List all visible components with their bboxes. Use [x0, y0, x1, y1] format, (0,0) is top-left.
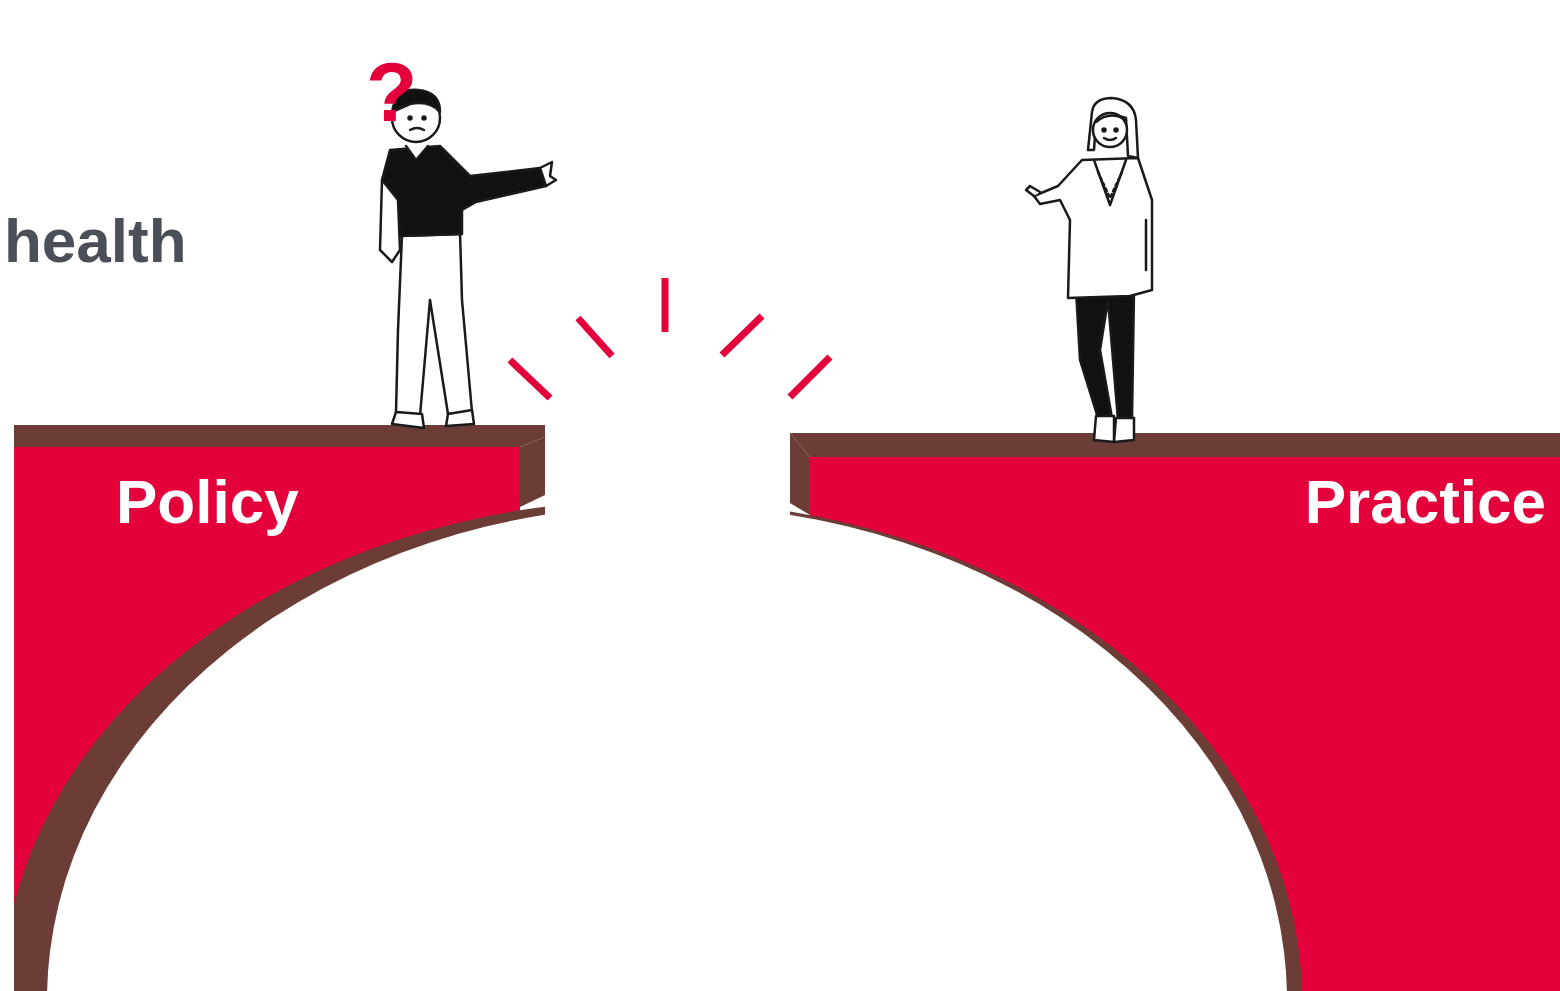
- arch-opening: [47, 505, 1287, 991]
- arch-shadow: [2, 500, 1302, 991]
- gap-dashes: [510, 278, 830, 398]
- cliff-label-box: Practice: [1301, 467, 1550, 537]
- left-cliff-top: [14, 425, 545, 447]
- right-cliff-top: [790, 433, 1560, 457]
- right-cliff-edge: [790, 433, 810, 515]
- cliff-label-box: Policy: [112, 467, 303, 537]
- cliff-label: Policy: [116, 471, 299, 533]
- left-cliff-edge: [520, 437, 545, 507]
- question-mark: ?: [366, 50, 417, 134]
- title-fragment: health: [4, 210, 187, 272]
- cliff-label: Practice: [1305, 471, 1546, 533]
- woman-figure: [1026, 98, 1152, 442]
- man-figure: [380, 90, 556, 428]
